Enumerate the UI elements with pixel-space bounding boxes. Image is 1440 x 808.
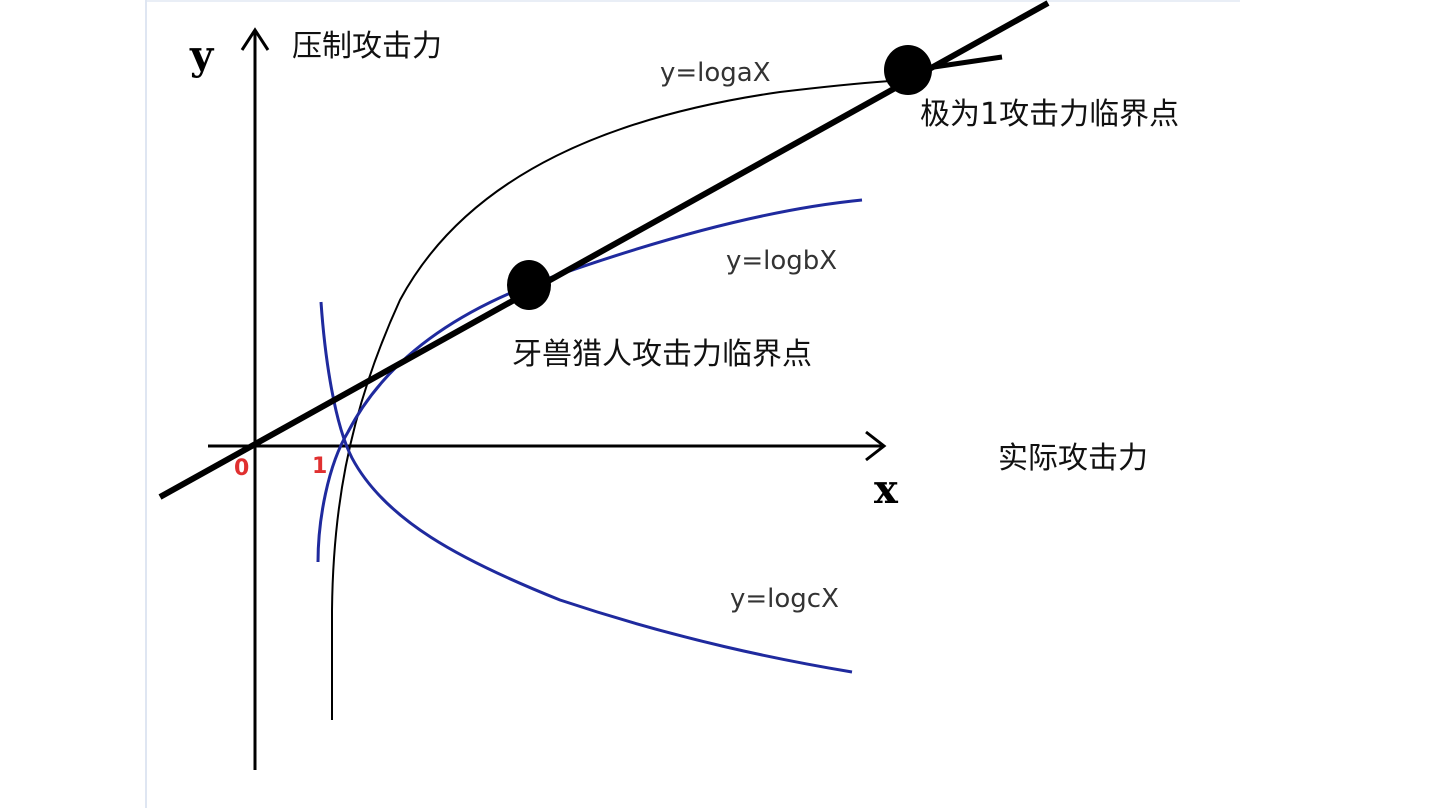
curve-b-label: y=logbX [726,246,838,276]
hunter-point-label: 牙兽猎人攻击力临界点 [512,337,812,372]
origin-tick-label: 0 [234,456,250,481]
curve-c-label: y=logcX [730,584,839,614]
x-axis-title: 实际攻击力 [998,441,1148,476]
frame-left-border [145,0,147,808]
y-axis-letter: y [190,32,214,79]
y-axis-arrowhead [240,27,270,51]
hunter-critical-point [507,260,551,310]
frame-top-border [145,0,1240,2]
extreme-critical-point [884,45,932,95]
y-axis-title: 压制攻击力 [292,29,442,64]
curve-log-c [319,301,853,674]
one-tick-label: 1 [312,454,328,479]
curve-log-b [316,198,863,563]
x-axis-letter: x [874,466,898,513]
curve-a-label: y=logaX [660,58,771,88]
extreme-point-label: 极为1攻击力临界点 [920,97,1180,132]
curve-log-a [331,79,906,720]
x-axis-arrowhead [865,430,887,462]
